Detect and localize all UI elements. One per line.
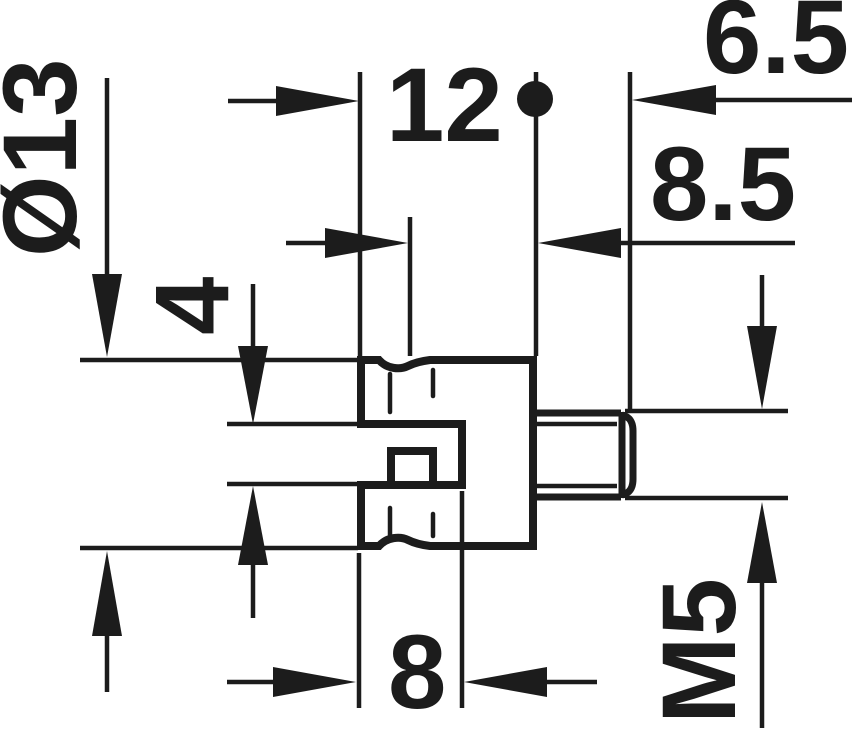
stud-length-arrowhead	[632, 85, 716, 115]
slot-width-label: 4	[134, 277, 251, 335]
slot-width-arrowhead-down	[238, 346, 268, 424]
stud-length-label: 6.5	[703, 0, 849, 96]
diameter-label: Ø13	[0, 59, 99, 257]
slot-depth-label: 8	[388, 614, 446, 730]
thread-label: M5	[641, 578, 758, 724]
slot-depth-arrowhead-left	[464, 667, 547, 697]
hole-offset-arrowhead-right	[325, 228, 408, 258]
bolt-end-cap	[620, 411, 637, 499]
hole-offset-arrowhead-left	[538, 228, 621, 258]
diameter-arrowhead-down	[92, 274, 122, 357]
body-length-label: 12	[386, 47, 503, 164]
dimension-body-length: 12	[228, 47, 553, 356]
part-view	[357, 356, 637, 550]
origin-dot	[517, 81, 553, 117]
part-top-edge	[357, 356, 537, 373]
slot-depth-arrowhead-right	[273, 667, 356, 697]
thread-arrowhead-down	[747, 326, 777, 409]
dimension-slot-depth: 8	[227, 491, 597, 730]
hole-offset-label: 8.5	[650, 126, 796, 243]
slot-width-arrowhead-up	[238, 486, 268, 565]
dimension-slot-width: 4	[134, 277, 360, 618]
diameter-arrowhead-up	[92, 551, 122, 636]
dimension-hole-offset: 8.5	[286, 126, 796, 356]
dimension-diameter: Ø13	[0, 59, 358, 692]
part-bottom-edge	[357, 533, 537, 550]
body-length-arrowhead	[276, 86, 359, 116]
thread-arrowhead-up	[747, 502, 777, 583]
dimension-thread: M5	[625, 275, 788, 728]
